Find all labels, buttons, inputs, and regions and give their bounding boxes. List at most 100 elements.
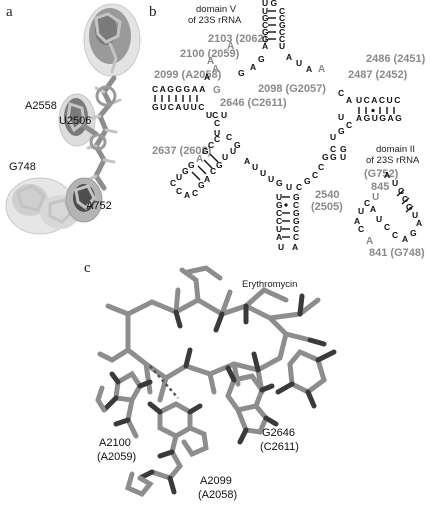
label-a2100-2: (A2059) — [97, 451, 136, 463]
svg-text:G: G — [330, 152, 337, 162]
svg-text:U: U — [176, 172, 182, 182]
domain-ii-hairpin: AU CC GU A GA CC UA UC UA CA — [354, 170, 422, 247]
svg-text:U: U — [276, 224, 282, 234]
pos-2540: 2540 — [315, 189, 339, 201]
svg-text:A: A — [384, 170, 390, 180]
svg-text:U: U — [372, 192, 379, 203]
svg-text:C: C — [279, 34, 285, 44]
top-hp-a: A — [250, 62, 256, 72]
panel-a-linker — [81, 75, 122, 191]
svg-text:G: G — [276, 200, 283, 210]
svg-text:U: U — [392, 178, 398, 188]
nt-a2099: A — [212, 64, 219, 75]
nt-a2100: A — [207, 56, 214, 67]
svg-text:G: G — [293, 216, 300, 226]
svg-text:C: C — [296, 182, 302, 192]
hbond-dash — [149, 365, 179, 399]
nt-g2098: G — [213, 85, 221, 96]
svg-text:A: A — [292, 242, 298, 252]
svg-text:C: C — [402, 194, 408, 204]
svg-text:U: U — [268, 174, 274, 184]
svg-text:C: C — [279, 13, 285, 23]
svg-text:U: U — [222, 152, 228, 162]
top-hp-right: CC GC CU — [279, 6, 286, 51]
svg-text:C: C — [398, 186, 404, 196]
erythromycin-label: Erythromycin — [242, 279, 297, 290]
domain-v-label-2: of 23S rRNA — [188, 15, 242, 26]
label-a2558: A2558 — [25, 100, 57, 112]
svg-text:A: A — [276, 232, 282, 242]
panel-c-letter: c — [84, 260, 91, 276]
seq-left-bottom-tail: UC — [206, 110, 218, 120]
svg-text:A: A — [184, 190, 190, 200]
mid-hairpin-pairs — [282, 196, 290, 238]
svg-text:C: C — [208, 140, 214, 150]
label-a2099-1: A2099 — [200, 475, 232, 487]
domain-ii-label-2: of 23S rRNA — [366, 155, 420, 166]
svg-text:A: A — [366, 236, 373, 247]
svg-text:C: C — [214, 134, 220, 144]
pos-2103: 2103 (2062) — [208, 33, 268, 45]
svg-text:U: U — [221, 110, 227, 120]
seq-left-top-tail: A — [204, 72, 210, 82]
svg-text:U: U — [338, 112, 344, 122]
svg-text:A: A — [402, 234, 408, 244]
svg-text:G: G — [340, 144, 347, 154]
svg-text:C: C — [312, 170, 318, 180]
svg-text:A: A — [244, 156, 250, 166]
svg-text:U: U — [262, 6, 268, 16]
svg-text:A: A — [204, 174, 210, 184]
a752-blob — [65, 177, 103, 223]
left-stem-pairs — [154, 95, 198, 102]
panel-a-letter: a — [6, 4, 13, 20]
domain-ii-pairs — [396, 189, 414, 213]
pos-2637: 2637 (2602) — [152, 145, 212, 157]
panel-a: a — [5, 3, 141, 235]
svg-text:G: G — [410, 228, 417, 238]
lower-left-pairs — [191, 153, 219, 181]
u2506-blob — [83, 3, 141, 77]
top-hp-left: UG CG GA — [262, 6, 269, 51]
svg-text:A: A — [354, 216, 360, 226]
pos-845: 845 — [371, 181, 389, 193]
top-hp-pairs — [268, 10, 276, 40]
svg-text:C: C — [176, 186, 182, 196]
right-stem-pairs — [358, 107, 395, 114]
svg-text:A: A — [416, 218, 422, 228]
svg-text:U: U — [230, 146, 236, 156]
svg-text:C: C — [279, 27, 285, 37]
svg-text:C: C — [276, 216, 282, 226]
erythromycin-molecule — [97, 265, 337, 409]
pos-2100: 2100 (2059) — [180, 48, 240, 60]
svg-text:C: C — [330, 144, 336, 154]
svg-text:G: G — [293, 192, 300, 202]
pos-2646: 2646 (C2611) — [220, 97, 287, 109]
svg-text:U: U — [279, 41, 285, 51]
panel-b-letter: b — [149, 4, 157, 20]
label-a752: A752 — [86, 200, 112, 212]
svg-text:C: C — [338, 88, 344, 98]
svg-text:G: G — [262, 34, 269, 44]
seq-left-top: CAGGGAA — [152, 84, 207, 94]
svg-text:G: G — [279, 20, 286, 30]
svg-text:U: U — [340, 152, 346, 162]
svg-text:U: U — [278, 242, 284, 252]
svg-text:U: U — [260, 168, 266, 178]
panel-c: c Erythromycin — [84, 260, 337, 501]
label-a2100-1: A2100 — [99, 437, 131, 449]
panel-b: b domain V of 23S rRNA domain II of 23S … — [149, 0, 426, 259]
top-hp-loop: U G — [262, 0, 278, 8]
pos-2487: 2487 (2452) — [348, 69, 408, 81]
label-g2646-1: G2646 — [262, 427, 295, 439]
g2646-residue — [225, 365, 279, 445]
svg-text:C: C — [276, 208, 282, 218]
svg-text:G: G — [276, 178, 283, 188]
domain-v-label-1: domain V — [196, 4, 237, 15]
svg-text:U: U — [276, 192, 282, 202]
seq-left-bottom: GUCAUUC — [152, 102, 206, 112]
a2099-residue — [124, 401, 209, 498]
svg-text:G: G — [198, 180, 205, 190]
svg-text:G: G — [182, 166, 189, 176]
